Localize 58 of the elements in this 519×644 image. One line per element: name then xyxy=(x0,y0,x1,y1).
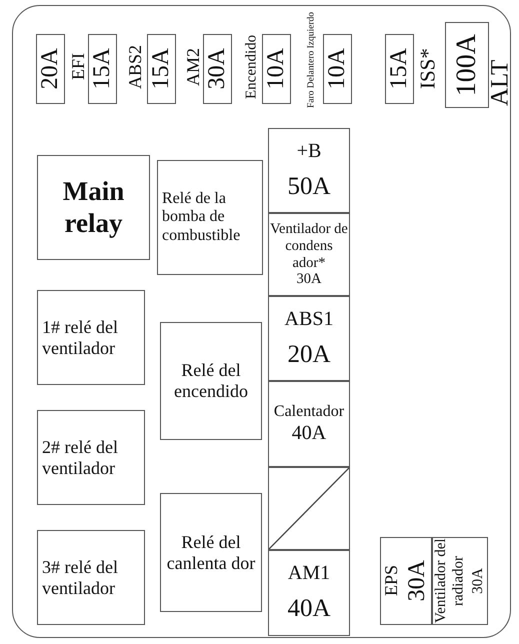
fuse-name: Calentador xyxy=(274,403,344,422)
fuse-name: +B xyxy=(296,140,322,163)
fuse-rating: 20A xyxy=(36,48,64,90)
fuse-slot xyxy=(268,381,350,467)
fuse-slot xyxy=(88,34,117,104)
fuse-rating: 20A xyxy=(287,340,331,370)
fuse-slot xyxy=(262,34,291,104)
fuse-slot xyxy=(203,34,232,104)
fuse-slot xyxy=(385,34,414,104)
fuse-rating: 15A xyxy=(88,48,116,90)
fuse-slot xyxy=(268,128,350,213)
fuse-rating: 15A xyxy=(148,48,175,90)
relay-slot xyxy=(37,290,145,385)
fuse-rating: 30A xyxy=(204,48,231,90)
fuse-slot xyxy=(380,537,432,625)
fuse-name: Ventilador del radiador xyxy=(433,538,468,624)
relay-label: Relé del encendido xyxy=(173,360,249,402)
fuse-name: Faro Delantero Izquierdo xyxy=(306,12,318,108)
fuse-rating: 30A xyxy=(404,560,431,602)
fuse-name: ABS2 xyxy=(127,44,143,92)
fuse-rating: 40A xyxy=(287,595,331,624)
relay-label: 1# relé del ventilador xyxy=(42,316,119,358)
relay-slot xyxy=(157,160,263,275)
fuse-rating: 30A xyxy=(470,568,487,594)
fuse-slot xyxy=(147,34,176,104)
fuse-slot xyxy=(268,213,350,296)
relay-label: Relé de la bomba de combustible xyxy=(162,190,242,246)
relay-label: Relé del canlenta dor xyxy=(166,532,256,574)
fuse-slot xyxy=(323,34,352,104)
fuse-name: Ventilador de condens ador* xyxy=(269,221,349,272)
fuse-name: AM2 xyxy=(185,47,201,88)
fuse-name: AM1 xyxy=(288,562,330,586)
relay-slot xyxy=(160,493,262,612)
fuse-name: Encendido xyxy=(244,34,260,100)
fuse-name: EPS xyxy=(380,565,402,597)
fuse-rating: 10A xyxy=(324,48,351,90)
relay-label: 3# relé del ventilador xyxy=(42,556,119,598)
fuse-slot xyxy=(268,296,350,381)
fuse-rating: 100A xyxy=(450,34,483,96)
fuse-rating: 10A xyxy=(262,48,290,90)
fuse-name: ABS1 xyxy=(284,308,334,331)
relay-slot xyxy=(37,155,150,260)
fuse-rating: 15A xyxy=(386,48,413,90)
relay-label: Main relay xyxy=(62,176,126,239)
fuse-name: EFI xyxy=(70,52,86,82)
fuse-rating: 30A xyxy=(296,271,322,288)
fuse-slot xyxy=(268,550,350,636)
fuse-rating: 50A xyxy=(287,172,331,202)
fuse-slot xyxy=(432,537,488,625)
fuse-name: ISS* xyxy=(417,48,439,92)
relay-label: 2# relé del ventilador xyxy=(42,436,119,478)
relay-slot xyxy=(37,410,145,505)
fuse-slot xyxy=(36,34,65,104)
fuse-name: ALT xyxy=(488,58,512,108)
fuse-slot xyxy=(445,22,489,108)
relay-slot xyxy=(160,322,262,440)
relay-slot xyxy=(37,530,145,625)
fuse-rating: 40A xyxy=(292,422,326,445)
